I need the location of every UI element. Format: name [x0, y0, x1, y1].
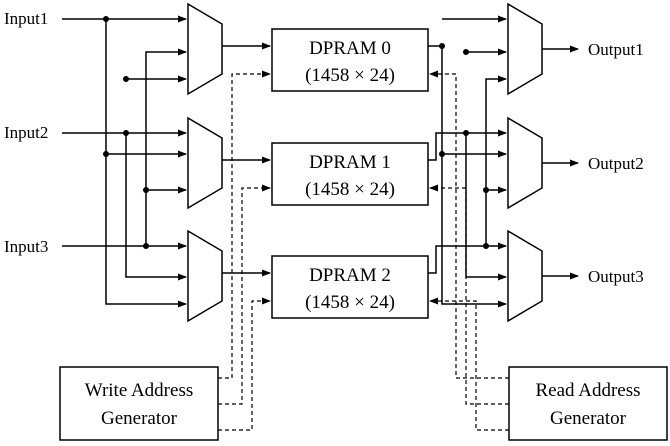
write-gen-line1: Write Address [85, 380, 193, 401]
output-mux-2 [507, 229, 543, 323]
input-wiring [62, 15, 187, 308]
output3-label: Output3 [588, 267, 644, 286]
output-wiring [428, 15, 507, 308]
dpram-1-name: DPRAM 1 [309, 152, 391, 173]
write-gen-line2: Generator [101, 408, 178, 429]
output1-label: Output1 [588, 40, 644, 59]
input-mux-2 [187, 229, 223, 323]
read-address-dashed-lines [429, 70, 509, 431]
input2-label: Input2 [4, 123, 48, 142]
write-address-generator: Write Address Generator [59, 366, 219, 441]
dpram-1-block: DPRAM 1 (1458 × 24) [271, 142, 429, 206]
write-address-dashed-lines [218, 70, 271, 431]
input-junctions [103, 16, 149, 249]
output-mux-1 [507, 116, 543, 210]
read-gen-line1: Read Address [535, 380, 640, 401]
dpram-0-block: DPRAM 0 (1458 × 24) [271, 28, 429, 92]
input-mux-1 [187, 116, 223, 210]
dpram-0-size: (1458 × 24) [305, 65, 395, 86]
read-address-generator: Read Address Generator [508, 366, 668, 441]
dpram-2-block: DPRAM 2 (1458 × 24) [271, 255, 429, 319]
read-gen-line2: Generator [550, 408, 627, 429]
dpram-1-size: (1458 × 24) [305, 179, 395, 200]
output-arrows [542, 45, 579, 280]
dpram-2-size: (1458 × 24) [305, 292, 395, 313]
mux-to-dpram-wires [222, 42, 271, 277]
input1-label: Input1 [4, 9, 48, 28]
dpram-2-name: DPRAM 2 [309, 265, 391, 286]
dpram-0-name: DPRAM 0 [309, 38, 391, 59]
output-junctions [439, 43, 489, 249]
input3-label: Input3 [4, 237, 48, 256]
output2-label: Output2 [588, 154, 644, 173]
input-mux-0 [187, 2, 223, 96]
output-mux-0 [507, 2, 543, 96]
